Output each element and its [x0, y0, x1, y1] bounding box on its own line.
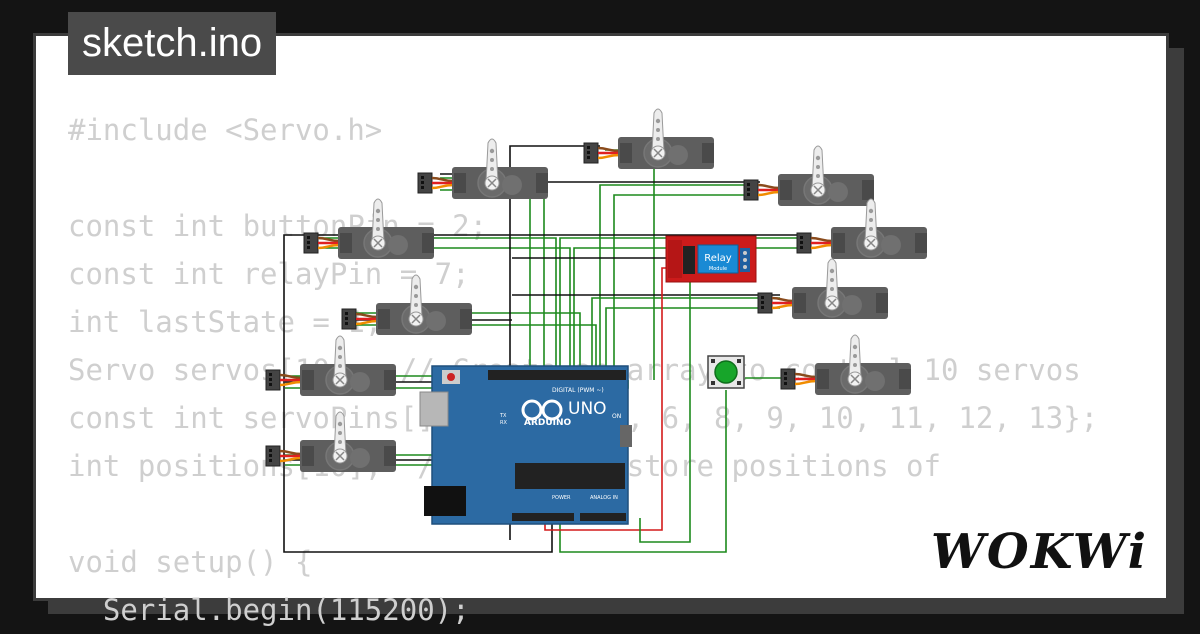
servo-6[interactable]: [340, 273, 474, 337]
green-wire: [639, 249, 691, 543]
digital-label: DIGITAL (PWM ~): [552, 387, 604, 394]
servo-1[interactable]: [582, 107, 716, 171]
board-brand: ARDUINO: [524, 418, 572, 428]
filename-tab[interactable]: sketch.ino: [68, 12, 277, 75]
servo-5[interactable]: [795, 197, 929, 261]
servo-2[interactable]: [416, 137, 550, 201]
rx-label: RX: [500, 420, 507, 426]
red-wires: [544, 267, 670, 531]
code-preview: #include <Servo.h>const int buttonPin = …: [68, 106, 1136, 634]
servo-4[interactable]: [302, 197, 436, 261]
code-card: #include <Servo.h>const int buttonPin = …: [33, 33, 1169, 627]
servo-10[interactable]: [264, 410, 398, 474]
board-model: UNO: [568, 399, 607, 419]
tx-label: TX: [499, 413, 507, 419]
servo-7[interactable]: [756, 257, 890, 321]
relay-sublabel: Module: [709, 266, 727, 272]
wokwi-logo: WOKWi: [930, 524, 1148, 580]
on-label: ON: [612, 413, 621, 420]
relay-label: Relay: [704, 253, 732, 264]
servo-8[interactable]: [264, 334, 398, 398]
relay-module[interactable]: Relay Module: [665, 235, 757, 283]
code-line: #include <Servo.h>: [68, 113, 383, 147]
analog-label: ANALOG IN: [590, 495, 618, 501]
servo-9[interactable]: [779, 333, 913, 397]
arduino-logo: [521, 399, 563, 421]
code-line: const int relayPin = 7;: [68, 257, 470, 291]
code-line: Serial.begin(115200);: [68, 593, 470, 627]
pushbutton[interactable]: [707, 355, 745, 389]
arduino-uno-board[interactable]: UNO ARDUINO DIGITAL (PWM ~) POWER ANALOG…: [419, 365, 632, 525]
power-label: POWER: [552, 495, 571, 501]
servo-3[interactable]: [742, 144, 876, 208]
code-line: void setup() {: [68, 545, 313, 579]
